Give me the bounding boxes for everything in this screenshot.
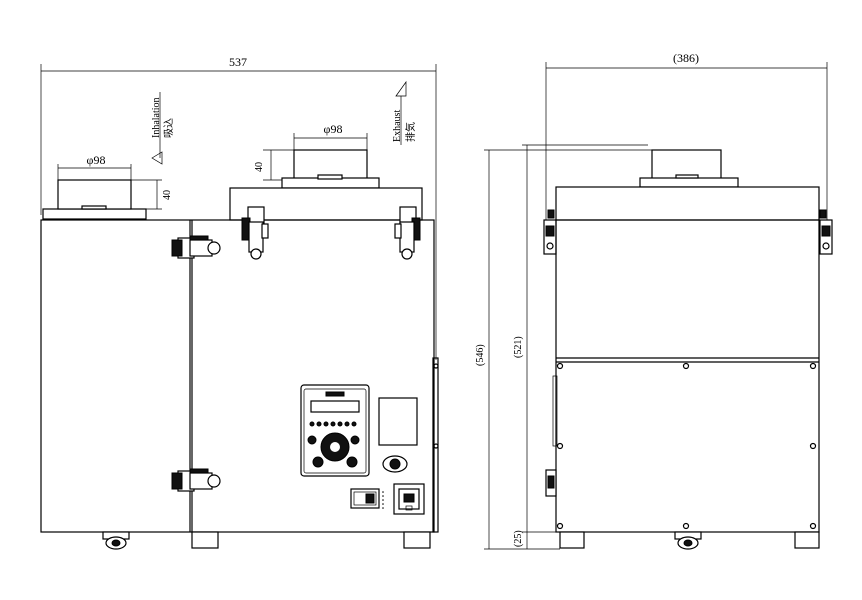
side-main-body <box>555 219 820 533</box>
side-hinges <box>545 375 558 497</box>
side-feet <box>559 531 820 550</box>
svg-text:吸込: 吸込 <box>163 118 175 138</box>
side-outlet-pipe <box>639 149 739 188</box>
label-plate <box>378 397 418 446</box>
svg-text:排気: 排気 <box>404 122 417 142</box>
top-latch-right <box>394 206 421 260</box>
inlet-pipe: φ98 40 <box>42 153 173 220</box>
exhaust-label: Exhaust 排気 <box>392 80 417 145</box>
indicator-leds <box>309 421 357 427</box>
outlet-diameter-label: φ98 <box>324 122 343 136</box>
main-body <box>40 219 435 533</box>
total-height-label: (546) <box>475 344 486 366</box>
depth-dimension: (386) <box>545 51 828 230</box>
inhalation-label: Inhalation 吸込 <box>151 92 175 165</box>
side-top-box <box>555 186 820 221</box>
door-latch-lower <box>171 468 221 492</box>
front-view: 537 φ98 40 Inhalation 吸込 <box>40 55 439 550</box>
side-latch-left <box>543 209 557 255</box>
front-feet <box>102 531 431 550</box>
display-screen <box>310 400 360 413</box>
inlet-diameter-label: φ98 <box>87 153 106 167</box>
svg-text:Exhaust: Exhaust <box>392 110 403 142</box>
outlet-height-label: 40 <box>254 162 265 172</box>
stop-button <box>346 456 358 468</box>
power-switch <box>350 488 384 509</box>
side-view: (386) (546) (521) (25) <box>475 51 833 550</box>
width-dimension: 537 <box>40 55 437 360</box>
height-dimensions: (546) (521) (25) <box>475 144 652 550</box>
svg-text:Inhalation: Inhalation <box>151 97 162 138</box>
body-height-label: (521) <box>513 336 524 358</box>
door-latch-upper <box>171 235 221 259</box>
foot-height-label: (25) <box>513 530 524 547</box>
top-latch-left <box>241 206 269 260</box>
set-button <box>350 435 360 445</box>
run-button <box>312 456 324 468</box>
power-inlet <box>393 483 425 515</box>
inlet-height-label: 40 <box>162 190 173 200</box>
outlet-pipe: φ98 40 <box>254 122 380 189</box>
side-panel-screws <box>556 362 817 530</box>
mode-button <box>307 435 317 445</box>
width-dimension-label: 537 <box>229 55 247 69</box>
depth-dimension-label: (386) <box>673 51 699 65</box>
caster-wheel <box>102 531 130 550</box>
side-caster-wheel <box>674 531 702 550</box>
side-latch-right <box>819 209 833 255</box>
control-panel <box>300 384 370 477</box>
round-connector <box>382 455 408 473</box>
